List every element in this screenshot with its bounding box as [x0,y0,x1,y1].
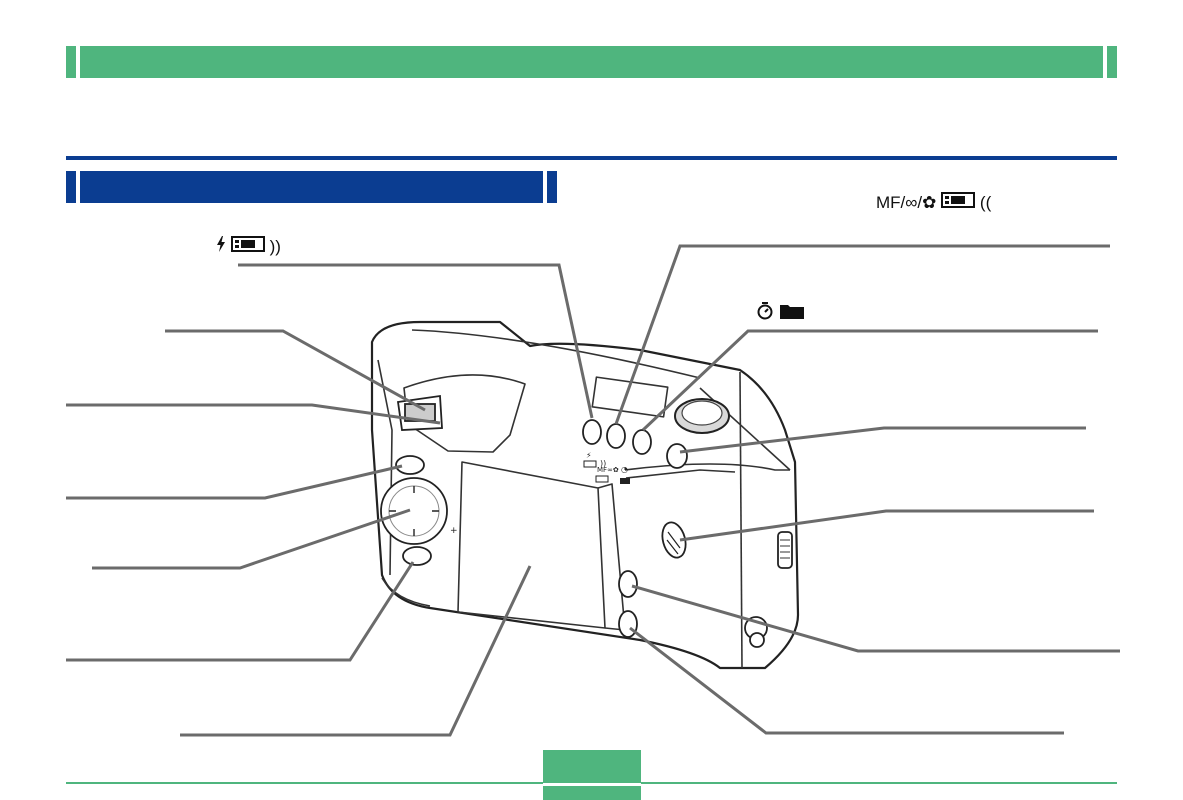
shutter-button [674,398,730,434]
timer-button-label [756,302,805,324]
lcd-monitor-icon [230,236,270,256]
svg-text:◔: ◔ [621,465,628,474]
section-heading-bar [66,171,557,203]
sound-indicator: (( [979,193,992,212]
svg-text:+: + [450,526,458,536]
side-slider [777,531,793,569]
lcd-monitor-icon [941,192,980,212]
focus-mode-text: MF/∞/✿ [876,193,937,212]
lightning-bolt-icon [216,236,231,256]
focus-button [606,423,626,449]
page-header-band [66,46,1117,78]
body-markings: ⚡ )) MF∞✿ ◔ + [450,451,630,536]
display-button [402,546,432,566]
section-rule [66,156,1117,160]
svg-text:)): )) [600,459,606,468]
cursor-key [380,477,448,545]
folder-icon [779,305,805,324]
header-band-divider [76,46,80,78]
viewfinder [396,394,443,431]
section-bar-divider [76,171,80,203]
focus-button-label: MF/∞/✿ (( [876,192,991,213]
leader-lines [66,244,1120,737]
page-tab-divider [543,783,641,786]
page-number-tab [543,750,641,800]
record-play-button [666,443,688,469]
self-timer-icon [756,302,779,324]
section-bar-divider [543,171,547,203]
menu-button [395,455,425,475]
svg-text:⚡: ⚡ [586,451,592,460]
flash-button-label: )) [216,236,281,257]
header-band-divider [1103,46,1107,78]
timer-button [632,429,652,455]
svg-text:MF∞✿: MF∞✿ [597,466,619,474]
sound-indicator: )) [269,237,281,256]
zoom-button [618,570,638,598]
flash-button [582,419,602,445]
